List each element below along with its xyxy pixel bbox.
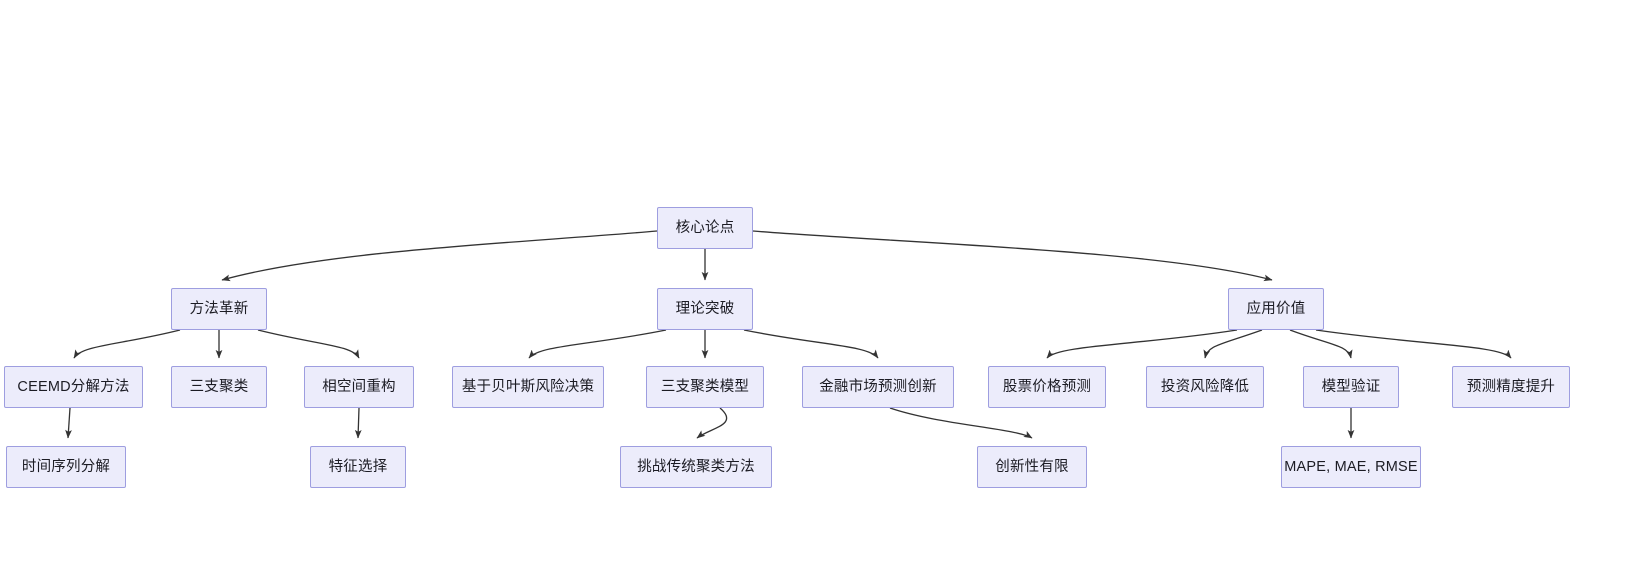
node-label-method: 方法革新	[189, 300, 249, 317]
node-label-threewaymodel: 三支聚类模型	[660, 378, 750, 395]
edge-application-to-modelvalid	[1289, 329, 1353, 359]
node-limited[interactable]: 创新性有限	[977, 446, 1087, 488]
edge-root-to-method	[221, 230, 658, 282]
node-bayes[interactable]: 基于贝叶斯风险决策	[452, 366, 604, 408]
edge-phasespace-to-featselect	[354, 407, 362, 439]
node-label-theory: 理论突破	[675, 300, 735, 317]
node-metrics[interactable]: MAPE, MAE, RMSE	[1281, 446, 1421, 488]
node-label-limited: 创新性有限	[995, 458, 1069, 475]
edge-application-to-accuracy	[1315, 329, 1512, 359]
node-method[interactable]: 方法革新	[171, 288, 267, 330]
node-riskreduce[interactable]: 投资风险降低	[1146, 366, 1264, 408]
edge-root-to-application	[752, 230, 1273, 282]
edge-method-to-ceemd	[73, 329, 181, 359]
node-accuracy[interactable]: 预测精度提升	[1452, 366, 1570, 408]
node-label-featselect: 特征选择	[328, 458, 388, 475]
node-threewaymodel[interactable]: 三支聚类模型	[646, 366, 764, 408]
edge-finmarket-to-limited	[889, 407, 1033, 439]
node-label-threeway: 三支聚类	[189, 378, 249, 395]
edge-theory-to-bayes	[528, 329, 667, 359]
node-application[interactable]: 应用价值	[1228, 288, 1324, 330]
node-stockpred[interactable]: 股票价格预测	[988, 366, 1106, 408]
node-label-metrics: MAPE, MAE, RMSE	[1284, 458, 1418, 475]
node-root[interactable]: 核心论点	[657, 207, 753, 249]
node-tsdecomp[interactable]: 时间序列分解	[6, 446, 126, 488]
node-label-tsdecomp: 时间序列分解	[21, 458, 111, 475]
node-label-challenge: 挑战传统聚类方法	[637, 458, 755, 475]
node-modelvalid[interactable]: 模型验证	[1303, 366, 1399, 408]
node-label-ceemd: CEEMD分解方法	[17, 378, 130, 395]
node-label-root: 核心论点	[675, 219, 735, 236]
node-label-bayes: 基于贝叶斯风险决策	[461, 378, 595, 395]
node-threeway[interactable]: 三支聚类	[171, 366, 267, 408]
edge-threewaymodel-to-challenge	[696, 407, 728, 439]
node-label-modelvalid: 模型验证	[1321, 378, 1381, 395]
node-label-phasespace: 相空间重构	[322, 378, 396, 395]
edge-application-to-stockpred	[1046, 329, 1238, 359]
node-theory[interactable]: 理论突破	[657, 288, 753, 330]
node-phasespace[interactable]: 相空间重构	[304, 366, 414, 408]
node-ceemd[interactable]: CEEMD分解方法	[4, 366, 143, 408]
node-label-application: 应用价值	[1246, 300, 1306, 317]
edges	[65, 230, 1512, 439]
node-challenge[interactable]: 挑战传统聚类方法	[620, 446, 772, 488]
edge-ceemd-to-tsdecomp	[65, 407, 72, 439]
node-featselect[interactable]: 特征选择	[310, 446, 406, 488]
node-label-accuracy: 预测精度提升	[1466, 378, 1556, 395]
node-finmarket[interactable]: 金融市场预测创新	[802, 366, 954, 408]
edge-method-to-phasespace	[257, 329, 360, 359]
edge-application-to-riskreduce	[1203, 329, 1263, 359]
node-label-finmarket: 金融市场预测创新	[819, 378, 937, 395]
node-label-stockpred: 股票价格预测	[1002, 378, 1092, 395]
edge-theory-to-finmarket	[743, 329, 879, 359]
node-label-riskreduce: 投资风险降低	[1160, 378, 1250, 395]
